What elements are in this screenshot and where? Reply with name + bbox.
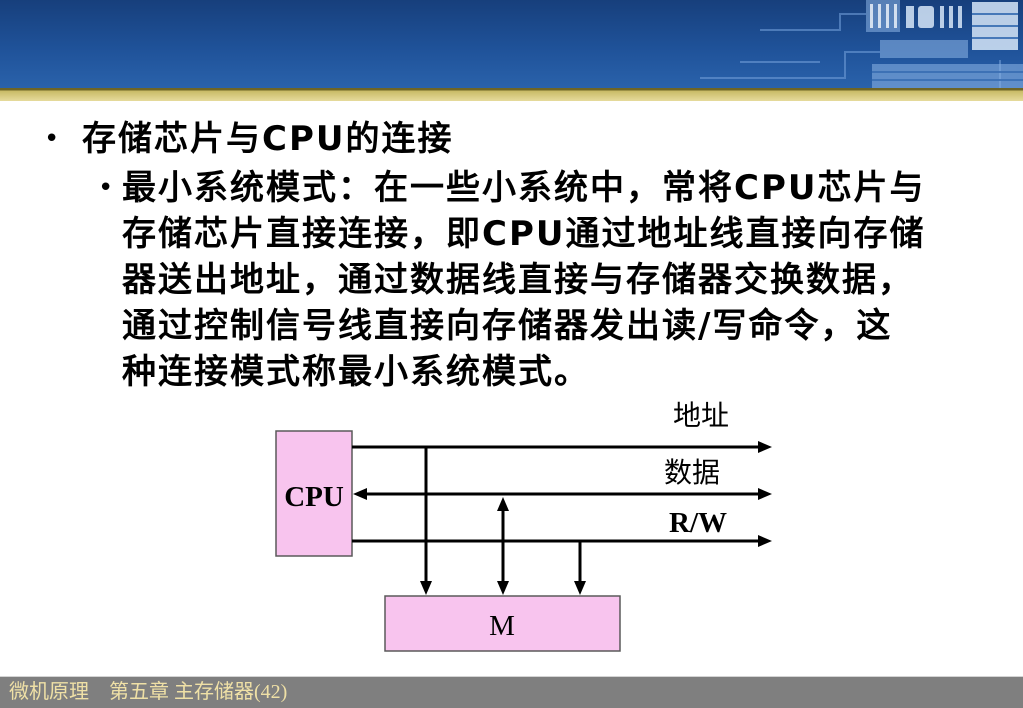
memory-box	[384, 595, 621, 652]
sub-bullet-line: 最小系统模式：在一些小系统中，常将CPU芯片与	[122, 168, 926, 208]
footer-text: 微机原理 第五章 主存储器(42)	[9, 681, 288, 703]
header-circuit-decoration	[700, 0, 1023, 88]
sub-bullet-line: 存储芯片直接连接，即CPU通过地址线直接向存储	[122, 214, 926, 254]
heading-bullet-text: 存储芯片与CPU的连接	[82, 119, 454, 159]
header-accent-stripe	[0, 88, 1023, 101]
footer-bar: 微机原理 第五章 主存储器(42)	[0, 676, 1023, 708]
heading-bullet: • 存储芯片与CPU的连接	[44, 116, 453, 162]
cpu-label: CPU	[284, 481, 344, 513]
bullet-marker: •	[98, 173, 114, 203]
sub-bullet-paragraph: 最小系统模式：在一些小系统中，常将CPU芯片与 存储芯片直接连接，即CPU通过地…	[122, 165, 925, 395]
header-banner	[0, 0, 1023, 88]
rw-control-label: R/W	[669, 507, 727, 539]
sub-bullet-line: 器送出地址，通过数据线直接与存储器交换数据，	[122, 260, 914, 300]
sub-bullet-line: 通过控制信号线直接向存储器发出读/写命令，这	[122, 306, 893, 346]
data-bus-label: 数据	[664, 456, 720, 489]
address-bus-label: 地址	[673, 399, 729, 432]
bullet-marker: •	[44, 124, 60, 154]
cpu-box	[275, 430, 353, 557]
memory-label: M	[489, 610, 515, 642]
sub-bullet: • 最小系统模式：在一些小系统中，常将CPU芯片与 存储芯片直接连接，即CPU通…	[98, 165, 925, 395]
cpu-memory-connection-diagram: CPU M 地址 数据 R/W	[275, 399, 772, 652]
sub-bullet-line: 种连接模式称最小系统模式。	[122, 352, 590, 392]
